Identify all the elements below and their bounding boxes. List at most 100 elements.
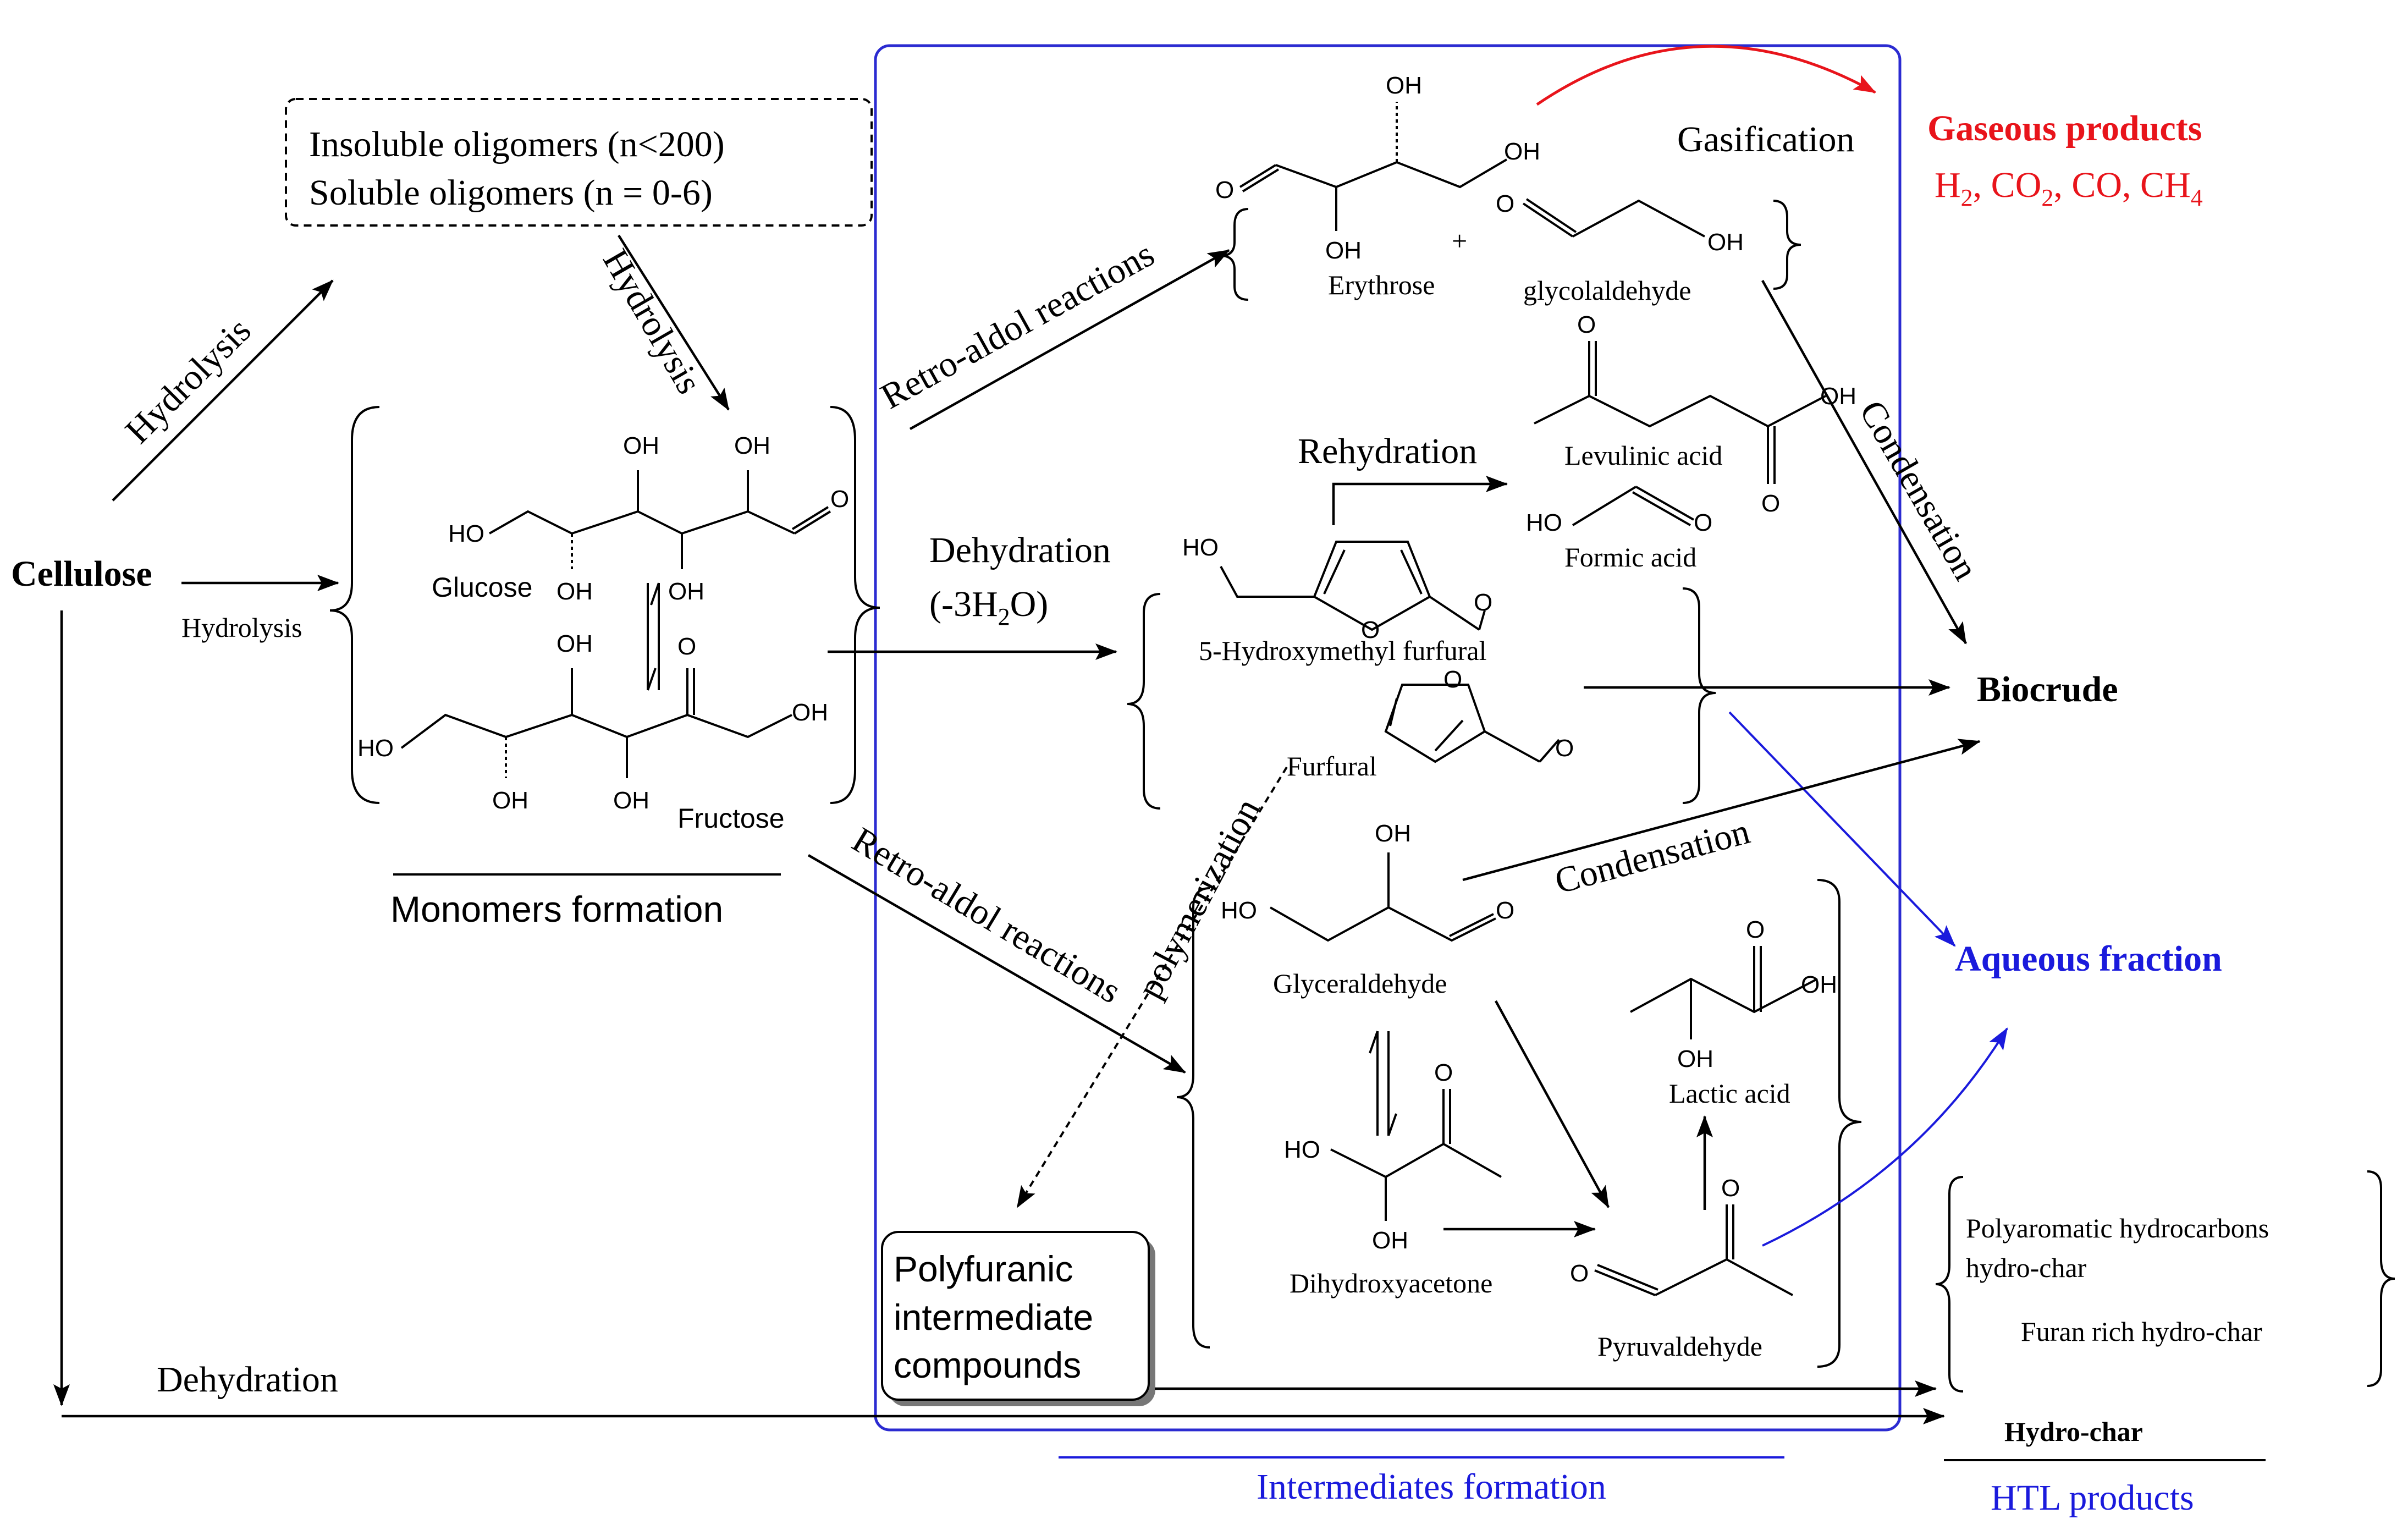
svg-text:OH: OH [1801, 971, 1837, 998]
hydro-char-label: Hydro-char [2004, 1416, 2143, 1447]
aqueous-fraction-label: Aqueous fraction [1955, 939, 2222, 979]
svg-text:OH: OH [1504, 138, 1540, 165]
svg-text:O: O [1496, 190, 1514, 217]
furan-rich-label: Furan rich hydro-char [2021, 1316, 2262, 1347]
rehydration-label: Rehydration [1298, 431, 1477, 471]
levulinic-acid-structure: O OH O [1534, 311, 1856, 517]
svg-text:HO: HO [1284, 1136, 1320, 1163]
insoluble-oligomers-label: Insoluble oligomers (n<200) [309, 124, 725, 164]
arrow-retro-aldol-upper [909, 249, 1230, 430]
svg-text:O: O [1577, 311, 1596, 338]
arrow-oligomers-to-glucose [618, 234, 730, 411]
svg-text:OH: OH [1386, 72, 1422, 99]
svg-text:OH: OH [792, 699, 828, 726]
dehydration-water-label: (-3H2O) [929, 584, 1048, 630]
soluble-oligomers-label: Soluble oligomers (n = 0-6) [309, 173, 713, 213]
svg-text:O: O [1761, 490, 1780, 517]
arrow-pyruvaldehyde-to-aqueous [1762, 1027, 2008, 1247]
dihydroxyacetone-structure: HO O OH [1284, 1059, 1502, 1254]
biocrude-label: Biocrude [1977, 669, 2118, 709]
polyfuranic-line-3: compounds [894, 1345, 1081, 1385]
retro-aldol-lower-label: Retro-aldol reactions [845, 819, 1128, 1011]
arrow-gasification [1536, 45, 1876, 106]
svg-text:HO: HO [448, 520, 484, 547]
hmf-structure: HO O O [1182, 534, 1492, 643]
svg-text:O: O [1746, 916, 1765, 943]
monomers-formation-label: Monomers formation [390, 889, 723, 929]
fructose-label: Fructose [677, 803, 785, 834]
dehydration-main-label: Dehydration [929, 530, 1111, 570]
svg-text:O: O [1434, 1059, 1453, 1086]
glucose-label: Glucose [432, 572, 532, 603]
svg-text:OH: OH [1820, 383, 1856, 410]
svg-text:HO: HO [1221, 897, 1257, 924]
gaseous-products-label: Gaseous products [1927, 108, 2202, 148]
retro-aldol-upper-label: Retro-aldol reactions [874, 234, 1161, 417]
svg-text:HO: HO [1526, 509, 1562, 536]
svg-text:O: O [1474, 589, 1492, 616]
formic-acid-label: Formic acid [1564, 542, 1696, 573]
arrow-rehydration [1332, 476, 1508, 525]
svg-text:HO: HO [357, 735, 394, 762]
glucose-structure: HO OH OH O OH OH [448, 432, 849, 605]
polyaromatic-line-1: Polyaromatic hydrocarbons [1966, 1213, 2269, 1243]
svg-text:O: O [1694, 509, 1712, 536]
condensation-mid-label: Condensation [1551, 811, 1754, 901]
glycolaldehyde-structure: O OH [1496, 190, 1744, 256]
svg-text:HO: HO [1182, 534, 1219, 561]
svg-text:O: O [1570, 1260, 1589, 1287]
erythrose-structure: O OH OH OH [1215, 72, 1540, 264]
hydrolysis-left-label: Hydrolysis [181, 612, 302, 643]
erythrose-left-brace [1220, 208, 1249, 301]
svg-text:O: O [1215, 177, 1234, 203]
glyceraldehyde-structure: HO OH O [1221, 820, 1514, 942]
svg-text:OH: OH [1372, 1227, 1408, 1254]
polyfuranic-box [881, 1231, 1150, 1401]
svg-text:O: O [1361, 617, 1380, 643]
dehydration-bottom-label: Dehydration [157, 1360, 338, 1400]
htl-products-label: HTL products [1991, 1478, 2194, 1518]
erythrose-label: Erythrose [1328, 269, 1435, 300]
oligomers-box [285, 98, 873, 227]
glyceraldehyde-label: Glyceraldehyde [1273, 968, 1447, 999]
svg-text:OH: OH [1707, 229, 1744, 256]
svg-text:OH: OH [1375, 820, 1411, 847]
intermediates-formation-label: Intermediates formation [1257, 1467, 1606, 1507]
furfural-structure: O O [1384, 666, 1574, 763]
arrow-cellulose-to-oligomers [112, 279, 334, 502]
plus-sign: + [1452, 225, 1467, 256]
svg-text:O: O [1496, 897, 1514, 924]
svg-text:OH: OH [668, 578, 704, 605]
svg-text:OH: OH [1325, 237, 1362, 264]
svg-text:OH: OH [613, 787, 649, 814]
glucose-fructose-equilibrium [647, 582, 660, 691]
arrow-condensation-to-biocrude [1761, 279, 1967, 645]
glyceraldehyde-dha-equilibrium [1369, 1031, 1397, 1136]
c3-right-brace [1817, 879, 1862, 1368]
svg-text:O: O [830, 486, 849, 513]
svg-text:OH: OH [556, 630, 593, 657]
arrow-polymerization [1016, 766, 1288, 1208]
hydrolysis-top-label: Hydrolysis [118, 310, 258, 451]
gasification-label: Gasification [1677, 119, 1855, 159]
arrow-glyceraldehyde-to-pyruvaldehyde [1495, 1000, 1610, 1208]
glycolaldehyde-right-brace [1773, 200, 1801, 290]
svg-text:OH: OH [1677, 1045, 1713, 1072]
furans-right-brace [1682, 587, 1716, 804]
arrow-furans-to-aqueous [1728, 711, 1956, 947]
hydrochar-left-brace [1935, 1176, 1964, 1393]
hmf-label: 5-Hydroxymethyl furfural [1199, 635, 1486, 666]
hydrochar-right-brace [2367, 1170, 2395, 1387]
intermediates-frame [874, 44, 1902, 1432]
lactic-acid-structure: OH O OH [1630, 916, 1837, 1072]
svg-text:O: O [1443, 666, 1462, 693]
svg-text:O: O [1555, 735, 1574, 762]
pyruvaldehyde-structure: O O [1570, 1175, 1793, 1296]
furfural-label: Furfural [1287, 751, 1377, 781]
lactic-acid-label: Lactic acid [1669, 1078, 1790, 1109]
polyaromatic-line-2: hydro-char [1966, 1252, 2087, 1283]
arrow-retro-aldol-lower [807, 854, 1186, 1074]
svg-text:OH: OH [492, 787, 528, 814]
dihydroxyacetone-label: Dihydroxyacetone [1290, 1268, 1492, 1298]
